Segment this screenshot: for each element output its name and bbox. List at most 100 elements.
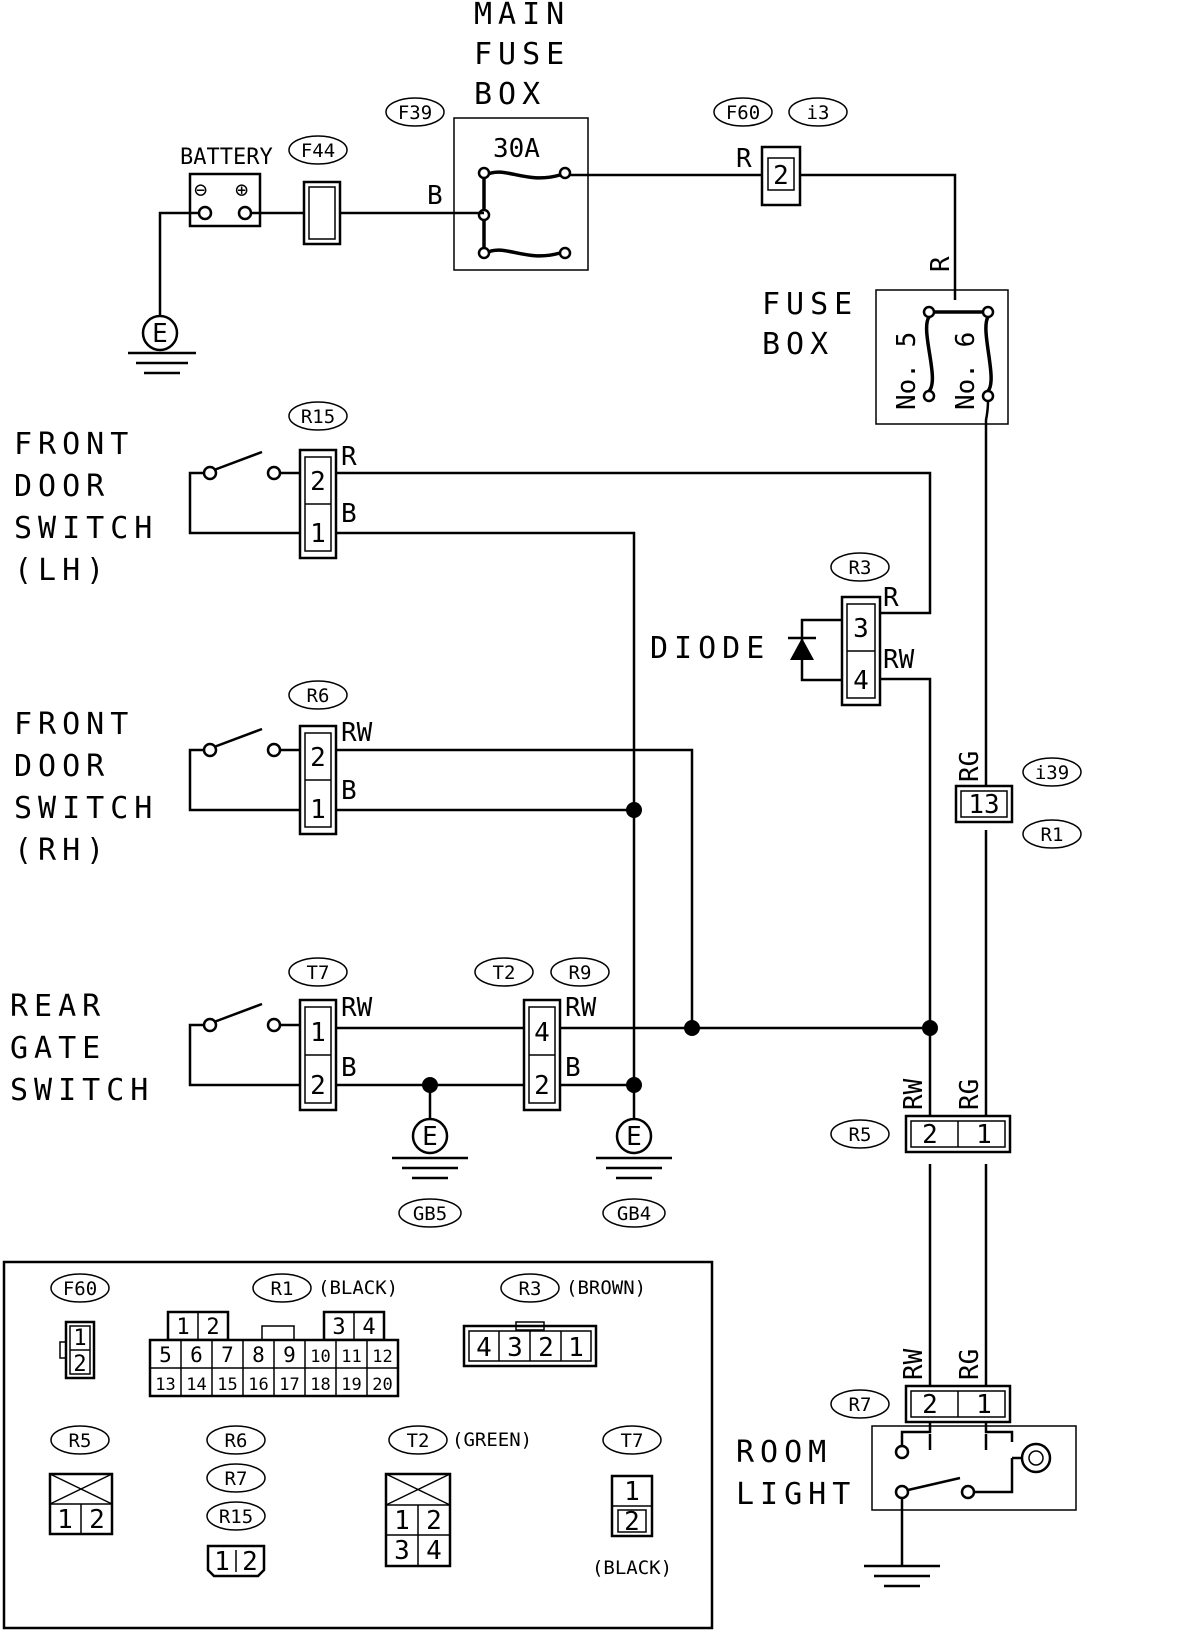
- wire-b-ground-bus: [336, 531, 636, 1085]
- svg-text:2: 2: [624, 1507, 640, 1537]
- r3-connector-tag: R3: [830, 552, 890, 582]
- f39-connector-tag: F39: [385, 97, 445, 127]
- legend-t2-color: (GREEN): [452, 1429, 532, 1451]
- main-fuse-rating: 30A: [493, 134, 540, 164]
- room-light-label-1: ROOM: [736, 1435, 832, 1470]
- svg-text:4: 4: [426, 1536, 442, 1566]
- wire-rw-r5: RW: [899, 1078, 929, 1110]
- r5-label: R5: [849, 1124, 872, 1146]
- r6-pin2: 2: [310, 743, 326, 773]
- i39-connector-tag: i39: [1022, 757, 1082, 787]
- r15-connector-tag: R15: [288, 401, 348, 431]
- rh-switch-label-2: DOOR: [14, 749, 110, 784]
- battery-plus-icon: ⊕: [235, 178, 248, 203]
- r5-connector: 2 1: [904, 1114, 1012, 1154]
- svg-text:1: 1: [394, 1506, 410, 1536]
- wire-rg-r5: RG: [955, 1079, 985, 1110]
- f60-connector-tag: F60: [713, 97, 773, 127]
- r3-pin3: 3: [853, 614, 869, 644]
- r7-pin1: 1: [976, 1390, 992, 1420]
- svg-text:E: E: [422, 1122, 438, 1152]
- wire-b-rh: B: [341, 776, 357, 806]
- i3-connector-tag: i3: [788, 97, 848, 127]
- front-door-switch-lh: [188, 450, 300, 535]
- junction-dot: [684, 1020, 700, 1036]
- f44-label: F44: [301, 140, 335, 162]
- wire-rw-r7: RW: [899, 1348, 929, 1380]
- wire-rw-diode: RW: [883, 645, 915, 675]
- i3-label: i3: [807, 102, 830, 124]
- r9-label: R9: [569, 962, 592, 984]
- r6-label: R6: [307, 685, 330, 707]
- rh-switch-label-3: SWITCH: [14, 791, 158, 826]
- r6-pin1: 1: [310, 795, 326, 825]
- svg-text:E: E: [152, 319, 168, 349]
- legend-r6-label: R6: [225, 1430, 248, 1452]
- front-door-switch-rh: [188, 727, 300, 812]
- r5-connector-tag: R5: [830, 1119, 890, 1149]
- f44-connector-tag: F44: [288, 135, 348, 165]
- fuse-box-label-2: BOX: [762, 327, 834, 362]
- t7-connector: 1 2: [298, 998, 338, 1112]
- wire-rw-rh: RW: [341, 718, 373, 748]
- r1-pin: 16: [248, 1375, 268, 1395]
- junction-dot: [626, 802, 642, 818]
- t2-r9-connector: 4 2: [522, 998, 562, 1112]
- r7-pin2: 2: [922, 1390, 938, 1420]
- svg-text:3: 3: [332, 1315, 345, 1340]
- r3-pin4: 4: [853, 666, 869, 696]
- r15-label: R15: [301, 406, 335, 428]
- rear-gate-label-1: REAR: [10, 989, 106, 1024]
- ground-icon: E: [596, 1117, 672, 1180]
- connector-legend-box: [2, 1260, 714, 1630]
- svg-text:2: 2: [538, 1333, 554, 1363]
- legend-r3-color: (BROWN): [566, 1277, 646, 1299]
- svg-text:2: 2: [206, 1315, 219, 1340]
- r1-pin: 5: [159, 1343, 172, 1367]
- r1-pin: 6: [190, 1343, 203, 1367]
- gb5-connector-tag: GB5: [398, 1198, 462, 1228]
- legend-f60: F60 1 2: [50, 1273, 110, 1380]
- i39-pin: 13: [968, 790, 999, 820]
- r6-connector-tag: R6: [288, 680, 348, 710]
- lh-switch-label-3: SWITCH: [14, 511, 158, 546]
- t2-connector-tag: T2: [474, 957, 534, 987]
- room-light: [864, 1422, 1077, 1588]
- r1-pin: 14: [186, 1375, 206, 1395]
- rh-switch-label-4: (RH): [14, 833, 110, 868]
- svg-text:1: 1: [176, 1315, 189, 1340]
- gb4-label: GB4: [617, 1203, 651, 1225]
- svg-text:4: 4: [362, 1315, 375, 1340]
- r1-pin: 18: [310, 1375, 330, 1395]
- wire-rg-main: [984, 400, 990, 1450]
- wire-r-f60: R: [736, 144, 752, 174]
- svg-text:4: 4: [476, 1333, 492, 1363]
- t2-pin4: 4: [534, 1018, 550, 1048]
- legend-r3-label: R3: [519, 1278, 542, 1300]
- battery-label: BATTERY: [180, 145, 273, 170]
- room-light-label-2: LIGHT: [736, 1477, 856, 1512]
- wire-b-lh: B: [341, 499, 357, 529]
- ground-icon: E: [392, 1117, 468, 1180]
- svg-text:2: 2: [242, 1547, 258, 1577]
- r15-pin1: 1: [310, 519, 326, 549]
- f60-pin: 2: [773, 161, 789, 191]
- r1-pin: 12: [372, 1347, 392, 1367]
- f60-label: F60: [726, 102, 760, 124]
- r5-pin2: 2: [922, 1120, 938, 1150]
- svg-text:2: 2: [73, 1352, 86, 1377]
- battery-minus-icon: ⊖: [194, 178, 207, 203]
- diode-symbol: [788, 618, 842, 682]
- main-fuse-box-label-1: MAIN: [474, 0, 570, 32]
- wire-b-gate: B: [341, 1053, 357, 1083]
- main-fuse-box-label-2: FUSE: [474, 37, 570, 72]
- legend-t2-label: T2: [407, 1430, 430, 1452]
- i39-label: i39: [1035, 762, 1069, 784]
- r1-label: R1: [1041, 824, 1064, 846]
- legend-r7-label: R7: [225, 1468, 248, 1490]
- r15-connector: 2 1: [298, 448, 338, 560]
- wire-r-lh: R: [341, 442, 357, 472]
